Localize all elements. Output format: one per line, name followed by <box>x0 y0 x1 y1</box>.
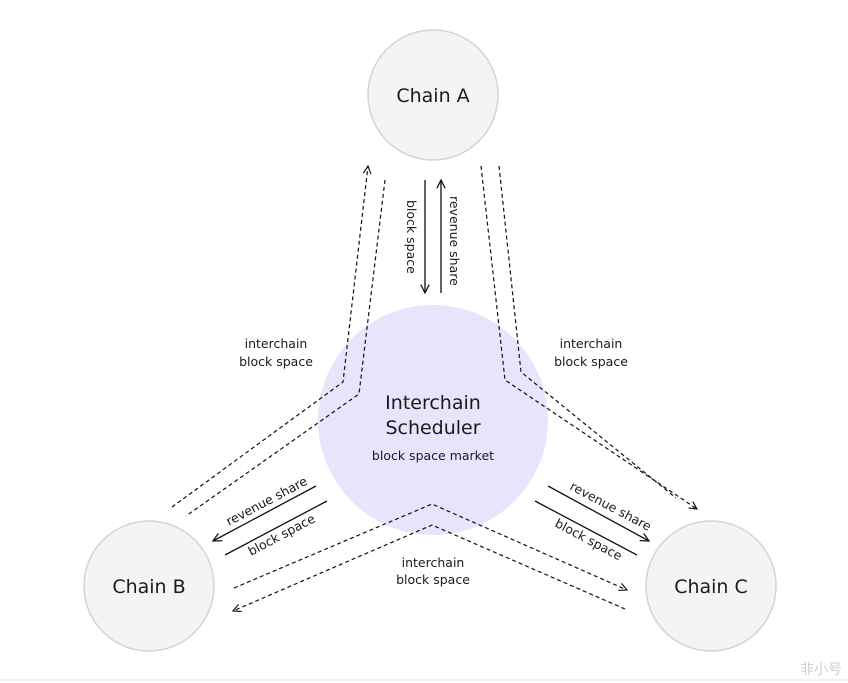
watermark: 非小号 <box>800 662 842 678</box>
chain-c-label: Chain C <box>674 576 748 598</box>
ab-interchain-label-2: block space <box>239 354 313 369</box>
a-block-space-label: block space <box>404 200 419 274</box>
c-block-space-line <box>534 500 638 556</box>
bc-dashed-arrow-left <box>233 524 626 611</box>
b-block-space-line <box>224 500 328 556</box>
ac-dashed-arrow-down <box>480 165 697 509</box>
chain-b-circle <box>83 520 215 652</box>
ac-interchain-label-2: block space <box>554 354 628 369</box>
scheduler-title-line1: Interchain <box>385 392 481 414</box>
bc-interchain-label-1: interchain <box>402 555 465 570</box>
a-revenue-share-label: revenue share <box>447 196 462 286</box>
c-revenue-share-arrow <box>547 485 649 541</box>
scheduler-title-line2: Scheduler <box>385 417 480 439</box>
chain-a-label: Chain A <box>396 85 469 107</box>
chain-a-circle <box>367 29 499 161</box>
b-revenue-share-arrow <box>213 485 317 541</box>
ab-interchain-label-1: interchain <box>245 336 308 351</box>
ab-dashed-arrow-up <box>171 166 368 508</box>
chain-c-circle <box>645 520 777 652</box>
scheduler-circle <box>318 305 548 535</box>
bc-interchain-label-2: block space <box>396 572 470 587</box>
ab-dashed-line-down <box>185 179 386 517</box>
chain-b-label: Chain B <box>112 576 185 598</box>
bc-dashed-arrow-right <box>233 503 627 590</box>
scheduler-subtitle: block space market <box>372 448 494 463</box>
ac-interchain-label-1: interchain <box>560 336 623 351</box>
